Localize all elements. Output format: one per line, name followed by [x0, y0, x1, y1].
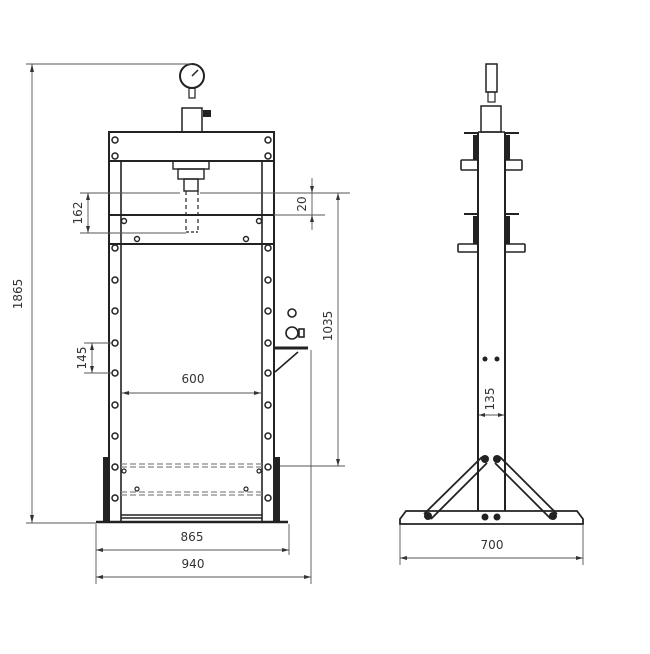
hand-pump-icon: [274, 308, 308, 373]
dim-ram-gap: 20: [295, 196, 309, 211]
side-view: [399, 63, 584, 525]
pressure-gauge-icon: [179, 63, 205, 99]
ram-head: [172, 160, 210, 233]
front-view-dimensions: [26, 63, 350, 584]
dim-frame-width: 865: [181, 530, 204, 544]
dim-overall-height: 1865: [11, 279, 25, 310]
dim-inner-width: 600: [182, 372, 205, 386]
pump-valve: [203, 110, 211, 117]
upright-holes: [111, 244, 272, 502]
dim-hole-pitch: 145: [75, 347, 89, 370]
side-view-dimensions: [399, 414, 584, 565]
front-view: [96, 63, 308, 524]
dim-working-height: 1035: [321, 311, 335, 342]
pump-cylinder: [181, 107, 203, 133]
dim-base-width: 940: [182, 557, 205, 571]
dim-foot-width: 700: [481, 538, 504, 552]
movable-bed: [108, 214, 275, 245]
top-beam: [108, 131, 275, 162]
dim-bed-travel: 162: [71, 202, 85, 225]
dim-column-width: 135: [483, 388, 497, 411]
